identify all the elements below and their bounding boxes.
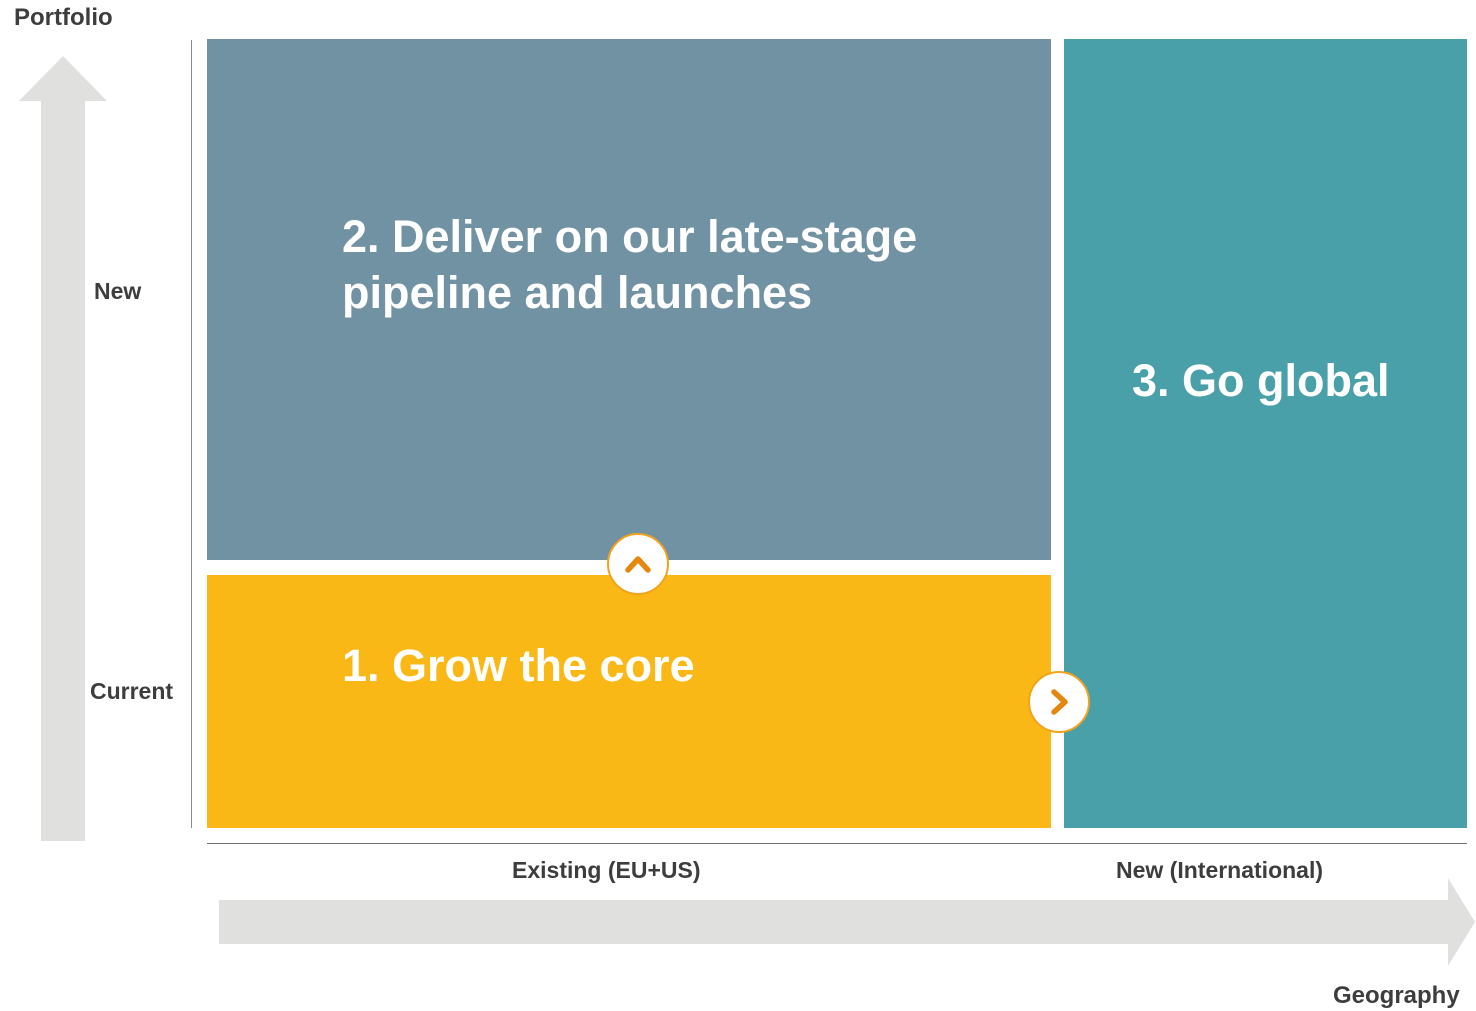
x-label-existing: Existing (EU+US) — [512, 857, 701, 883]
x-axis-title: Geography — [1333, 982, 1460, 1009]
expand-right-button[interactable] — [1028, 671, 1090, 733]
x-label-new: New (International) — [1116, 857, 1324, 883]
chevron-right-icon — [1051, 689, 1068, 715]
chevron-up-icon — [625, 556, 651, 573]
grow-core-box: 1. Grow the core — [207, 575, 1051, 828]
go-global-title: 3. Go global — [1132, 355, 1390, 406]
y-axis-title: Portfolio — [14, 4, 113, 31]
vertical-arrow — [19, 56, 107, 841]
grow-core-title: 1. Grow the core — [342, 640, 695, 691]
x-axis-line — [207, 843, 1467, 844]
y-axis-line — [191, 40, 192, 828]
pipeline-box: 2. Deliver on our late-stage pipeline an… — [207, 39, 1051, 560]
expand-up-button[interactable] — [607, 533, 669, 595]
go-global-box: 3. Go global — [1064, 39, 1467, 828]
horizontal-arrow — [219, 878, 1475, 966]
y-label-new: New — [94, 278, 142, 304]
pipeline-title: 2. Deliver on our late-stage pipeline an… — [342, 211, 918, 318]
y-label-current: Current — [90, 678, 174, 704]
